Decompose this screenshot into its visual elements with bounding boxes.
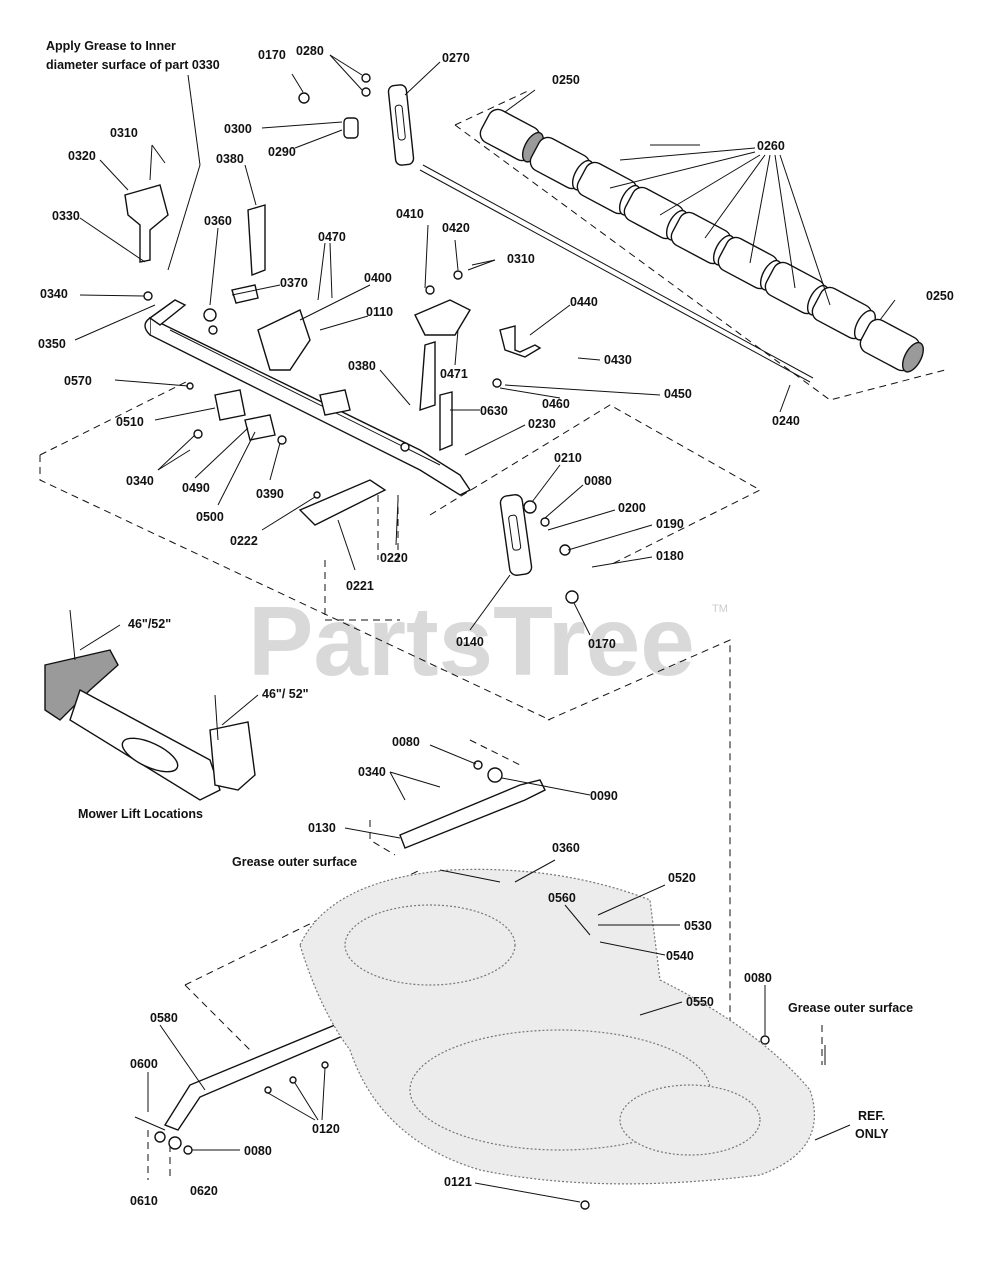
callout-0230: 0230 <box>528 417 556 431</box>
callout-0200: 0200 <box>618 501 646 515</box>
callout-0471: 0471 <box>440 367 468 381</box>
link-plate-0270 <box>387 84 415 166</box>
callout-0530: 0530 <box>684 919 712 933</box>
callout-0390: 0390 <box>256 487 284 501</box>
callout-0190: 0190 <box>656 517 684 531</box>
callout-0470: 0470 <box>318 230 346 244</box>
lift-shaft-assembly <box>144 299 472 496</box>
leader-lines <box>74 54 896 1203</box>
callout-0410: 0410 <box>396 207 424 221</box>
note-grease-inner-line2: diameter surface of part 0330 <box>46 58 220 72</box>
callout-0110: 0110 <box>366 305 393 319</box>
callout-0400: 0400 <box>364 271 392 285</box>
callout-0360-lower: 0360 <box>552 841 580 855</box>
callout-0121: 0121 <box>444 1175 472 1189</box>
mower-deck-reference <box>299 868 815 1185</box>
callout-0120: 0120 <box>312 1122 340 1136</box>
part-callouts: 0170 0280 0270 0250 0300 0290 0310 0320 … <box>38 44 954 1208</box>
callout-0450: 0450 <box>664 387 692 401</box>
callout-0170-top: 0170 <box>258 48 286 62</box>
roller-rod <box>419 164 814 383</box>
callout-0140: 0140 <box>456 635 484 649</box>
callout-0280: 0280 <box>296 44 324 58</box>
callout-0610: 0610 <box>130 1194 158 1208</box>
callout-0370: 0370 <box>280 276 308 290</box>
callout-0170-lower: 0170 <box>588 637 616 651</box>
callout-0290: 0290 <box>268 145 296 159</box>
callout-0570: 0570 <box>64 374 92 388</box>
note-size-bottom: 46"/ 52" <box>262 687 309 701</box>
callout-0560: 0560 <box>548 891 576 905</box>
callout-0130: 0130 <box>308 821 336 835</box>
callout-0360-top: 0360 <box>204 214 232 228</box>
callout-0240: 0240 <box>772 414 800 428</box>
callout-0430: 0430 <box>604 353 632 367</box>
callout-0330: 0330 <box>52 209 80 223</box>
callout-0250-top: 0250 <box>552 73 580 87</box>
link-plate-0140 <box>499 494 533 576</box>
callout-0600: 0600 <box>130 1057 158 1071</box>
callout-0490: 0490 <box>182 481 210 495</box>
callout-0380-top: 0380 <box>216 152 244 166</box>
notes: Apply Grease to Inner diameter surface o… <box>46 39 913 1141</box>
callout-0080-upper: 0080 <box>584 474 612 488</box>
callout-0340-left: 0340 <box>40 287 68 301</box>
note-ref-line1: REF. <box>858 1109 885 1123</box>
callout-0310-mid: 0310 <box>507 252 535 266</box>
callout-0510: 0510 <box>116 415 144 429</box>
note-ref-line2: ONLY <box>855 1127 889 1141</box>
callout-0260: 0260 <box>757 139 785 153</box>
callout-0221: 0221 <box>346 579 374 593</box>
note-grease-outer-2: Grease outer surface <box>788 1001 913 1015</box>
callout-0220: 0220 <box>380 551 408 565</box>
callout-0630: 0630 <box>480 404 508 418</box>
callout-0460: 0460 <box>542 397 570 411</box>
callout-0090: 0090 <box>590 789 618 803</box>
callout-0180: 0180 <box>656 549 684 563</box>
callout-0520: 0520 <box>668 871 696 885</box>
note-size-top: 46"/52" <box>128 617 171 631</box>
callout-0340-mid: 0340 <box>126 474 154 488</box>
watermark-logo: PartsTree <box>248 586 695 696</box>
callout-0310-left: 0310 <box>110 126 138 140</box>
callout-0340-arm: 0340 <box>358 765 386 779</box>
mower-lift-inset <box>44 609 256 801</box>
callout-0270: 0270 <box>442 51 470 65</box>
brackets <box>124 184 542 526</box>
anti-scalp-rollers <box>479 108 924 373</box>
watermark-trademark: TM <box>712 603 728 615</box>
callout-0210: 0210 <box>554 451 582 465</box>
callout-0500: 0500 <box>196 510 224 524</box>
callout-0440: 0440 <box>570 295 598 309</box>
callout-0350: 0350 <box>38 337 66 351</box>
note-mower-lift-locations: Mower Lift Locations <box>78 807 203 821</box>
callout-0580: 0580 <box>150 1011 178 1025</box>
note-grease-inner-line1: Apply Grease to Inner <box>46 39 176 53</box>
callout-0420: 0420 <box>442 221 470 235</box>
callout-0550: 0550 <box>686 995 714 1009</box>
lift-arm-0130 <box>399 779 546 849</box>
callout-0620: 0620 <box>190 1184 218 1198</box>
callout-0380-mid: 0380 <box>348 359 376 373</box>
callout-0300: 0300 <box>224 122 252 136</box>
callout-0540: 0540 <box>666 949 694 963</box>
callout-0320: 0320 <box>68 149 96 163</box>
note-grease-outer-1: Grease outer surface <box>232 855 357 869</box>
callout-0080-bar: 0080 <box>244 1144 272 1158</box>
callout-0080-arm: 0080 <box>392 735 420 749</box>
lift-bar-0580 <box>134 1024 347 1131</box>
callout-0222: 0222 <box>230 534 258 548</box>
callout-0080-deck: 0080 <box>744 971 772 985</box>
callout-0250-right: 0250 <box>926 289 954 303</box>
